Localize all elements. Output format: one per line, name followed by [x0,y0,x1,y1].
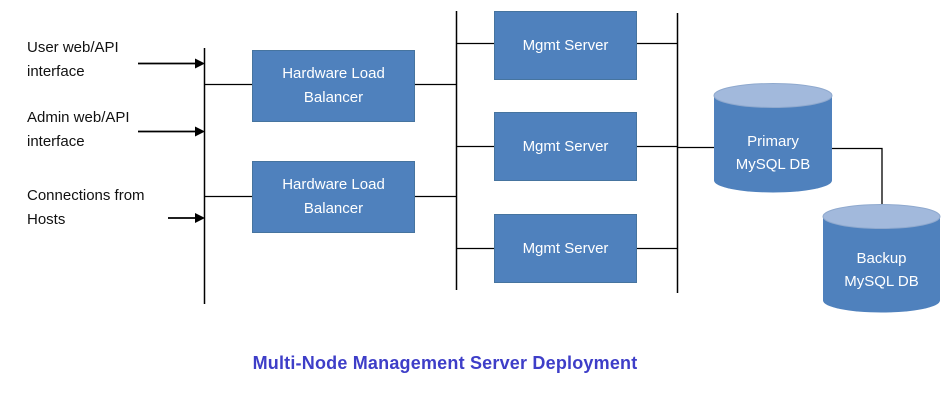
label-line: Hosts [27,211,66,228]
node-label-line: Balancer [303,89,364,106]
label-connections-from-hosts: Connections from Hosts [27,184,145,232]
label-admin-web-api-interface: Admin web/API interface [27,106,130,154]
arrow-connections-from-hosts [168,213,205,223]
node-label-line: Mgmt Server [522,239,609,257]
node-hardware-load-balancer-1: Hardware Load Balancer [252,50,415,122]
node-mgmt-server-1: Mgmt Server [494,11,637,80]
label-backup-mysql-db: Backup MySQL DB [831,247,932,293]
label-line: User web/API [27,39,119,56]
label-line: interface [27,133,85,150]
node-label-line: Backup [856,250,907,267]
diagram-title: Multi-Node Management Server Deployment [252,353,638,373]
label-line: Connections from [27,187,145,204]
node-label-line: MySQL DB [844,273,919,290]
connector-primary-backup-db [831,147,883,214]
node-label-line: Hardware Load [282,176,385,193]
arrow-user-web-api [138,58,205,69]
arrow-admin-web-api [138,126,205,137]
node-label-line: Mgmt Server [522,36,609,54]
node-label-line: MySQL DB [735,156,811,173]
label-line: Admin web/API [27,109,130,126]
node-label-line: Mgmt Server [522,137,609,155]
node-hardware-load-balancer-2: Hardware Load Balancer [252,161,415,233]
node-label-line: Balancer [303,200,364,217]
node-label-line: Primary [747,133,799,150]
node-mgmt-server-3: Mgmt Server [494,214,637,283]
node-label-line: Hardware Load [282,65,385,82]
label-line: interface [27,63,85,80]
node-mgmt-server-2: Mgmt Server [494,112,637,181]
primary-db-cylinder [713,83,833,193]
backup-db-cylinder [822,204,941,313]
label-primary-mysql-db: Primary MySQL DB [723,130,823,176]
label-user-web-api-interface: User web/API interface [27,36,119,84]
